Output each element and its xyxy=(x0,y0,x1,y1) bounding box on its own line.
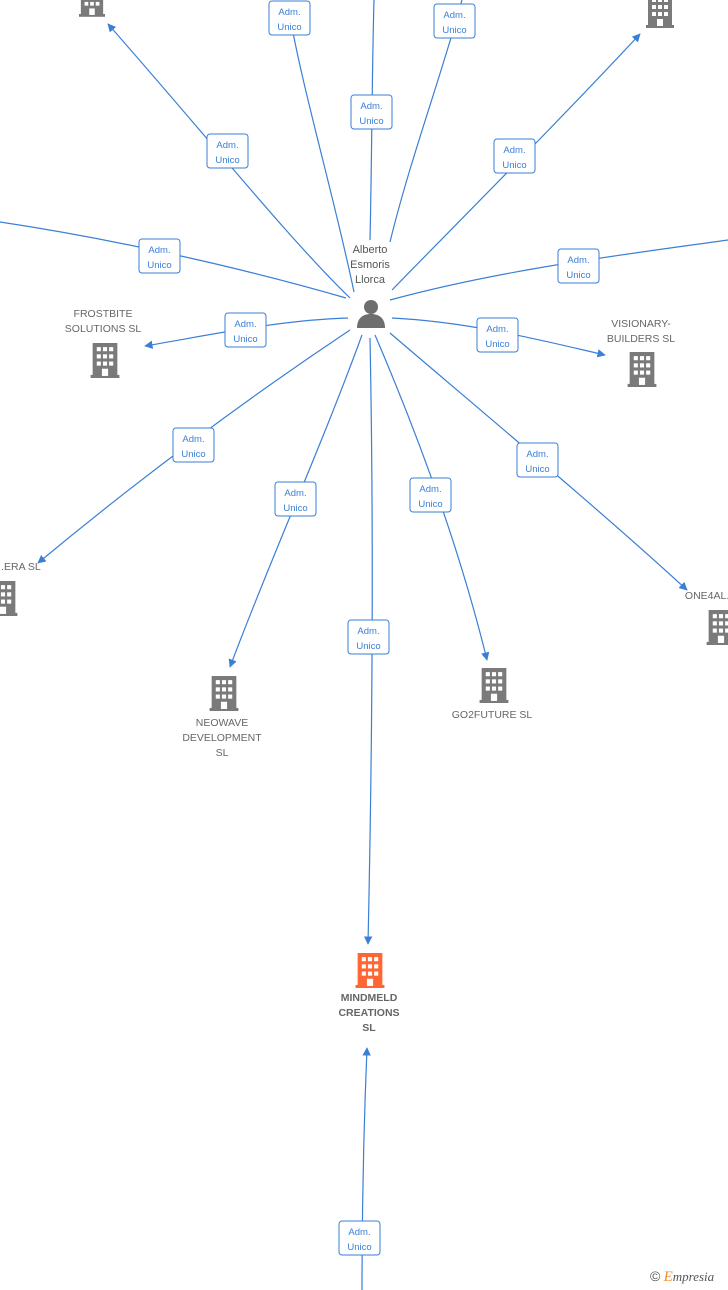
relation-label-text: Unico xyxy=(233,334,257,345)
relation-label-text: Adm. xyxy=(182,434,204,445)
edge-bottom xyxy=(361,1047,371,1290)
relation-label-text: Unico xyxy=(359,116,383,127)
person-name[interactable]: Alberto Esmoris Llorca xyxy=(350,244,390,286)
relation-label-text: Adm. xyxy=(419,484,441,495)
relation-label-text: Adm. xyxy=(216,140,238,151)
relation-label-text: Adm. xyxy=(526,449,548,460)
relation-label-box[interactable]: Adm. Unico xyxy=(493,138,536,174)
edge-top-1 xyxy=(288,9,355,293)
company-name[interactable]: ...ERA SL xyxy=(0,561,41,573)
relation-label-box[interactable]: Adm. Unico xyxy=(274,481,317,517)
relation-label-box[interactable]: Adm. Unico xyxy=(172,427,215,463)
company-name[interactable]: GO2FUTURE SL xyxy=(451,709,533,721)
building-icon xyxy=(646,0,674,28)
relation-label-text: Unico xyxy=(442,25,466,36)
relation-label-box[interactable]: Adm. Unico xyxy=(350,94,393,130)
edge-top-left-building xyxy=(107,23,351,299)
relation-label-box[interactable]: Adm. Unico xyxy=(433,3,476,39)
relation-label-box[interactable]: Adm. Unico xyxy=(206,133,249,169)
relation-label-box[interactable]: Adm. Unico xyxy=(347,619,390,655)
building-icon xyxy=(79,0,105,17)
edge-left xyxy=(0,221,347,299)
relation-label-text: Unico xyxy=(147,260,171,271)
relation-label-box[interactable]: Adm. Unico xyxy=(138,238,181,274)
relation-label-text: Adm. xyxy=(486,324,508,335)
relation-label-box[interactable]: Adm. Unico xyxy=(476,317,519,353)
relation-label-text: Unico xyxy=(502,160,526,171)
relation-label-text: Unico xyxy=(485,339,509,350)
relation-label-text: Adm. xyxy=(278,7,300,18)
relation-label-text: Unico xyxy=(356,641,380,652)
company-name[interactable]: NEOWAVE DEVELOPMENT SL xyxy=(182,717,262,759)
building-icon xyxy=(90,343,120,378)
building-icon xyxy=(706,610,728,645)
relation-label-text: Adm. xyxy=(148,245,170,256)
company-name[interactable]: FROSTBITE SOLUTIONS SL xyxy=(64,308,142,335)
relation-label-text: Adm. xyxy=(360,101,382,112)
relation-label-text: Adm. xyxy=(357,626,379,637)
relation-label-text: Adm. xyxy=(234,319,256,330)
relation-label-box[interactable]: Adm. Unico xyxy=(338,1220,381,1256)
relation-label-text: Adm. xyxy=(503,145,525,156)
company-name[interactable]: VISIONARY- BUILDERS SL xyxy=(606,318,676,345)
relation-label-text: Adm. xyxy=(443,10,465,21)
relation-label-box[interactable]: Adm. Unico xyxy=(268,0,311,36)
relation-label-box[interactable]: Adm. Unico xyxy=(557,248,600,284)
relation-label-text: Unico xyxy=(283,503,307,514)
relation-label-text: Adm. xyxy=(567,255,589,266)
person-icon xyxy=(357,300,385,328)
building-icon xyxy=(209,676,239,711)
building-icon xyxy=(627,352,657,387)
company-name-focus[interactable]: MINDMELD CREATIONS SL xyxy=(338,992,400,1034)
building-icon xyxy=(355,953,385,988)
relation-label-box[interactable]: Adm. Unico xyxy=(516,442,559,478)
relation-label-text: Unico xyxy=(525,464,549,475)
company-name[interactable]: ONE4AL... xyxy=(684,590,728,602)
building-icon xyxy=(479,668,509,703)
relation-label-text: Unico xyxy=(215,155,239,166)
relation-label-box[interactable]: Adm. Unico xyxy=(224,312,267,348)
relation-label-text: Unico xyxy=(181,449,205,460)
relation-label-text: Adm. xyxy=(284,488,306,499)
relation-label-text: Unico xyxy=(566,270,590,281)
relation-label-text: Unico xyxy=(418,499,442,510)
building-icon xyxy=(0,581,18,616)
empresia-logo[interactable]: © Empresia xyxy=(650,1268,715,1285)
relation-label-text: Unico xyxy=(347,1242,371,1253)
relation-label-box[interactable]: Adm. Unico xyxy=(409,477,452,513)
relation-label-text: Unico xyxy=(277,22,301,33)
relation-label-text: Adm. xyxy=(348,1227,370,1238)
